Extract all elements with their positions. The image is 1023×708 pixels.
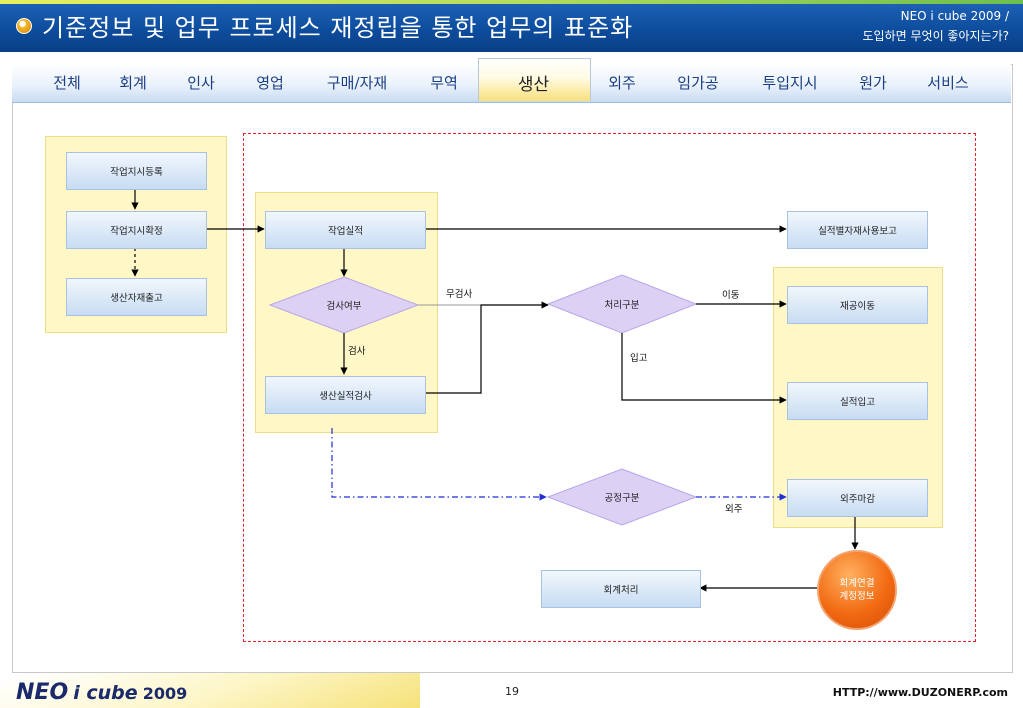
accounting-process-box: 회계처리 bbox=[541, 570, 701, 608]
logo-icube: i cube bbox=[73, 682, 138, 704]
footer-url[interactable]: HTTP://www.DUZONERP.com bbox=[832, 686, 1008, 699]
inspection-check-label: 검사여부 bbox=[326, 301, 362, 312]
edge-label-no-inspection: 무검사 bbox=[446, 289, 473, 300]
production-material-issue-box: 생산자재출고 bbox=[66, 278, 207, 316]
work-result-box: 작업실적 bbox=[265, 211, 426, 249]
edge-label-inspection: 검사 bbox=[348, 346, 366, 357]
tab-cost[interactable]: 원가 bbox=[859, 74, 887, 92]
work-order-register-box: 작업지시등록 bbox=[66, 152, 207, 190]
material-usage-report-box: 실적별자재사용보고 bbox=[787, 211, 928, 249]
edge-label-receipt: 입고 bbox=[630, 353, 648, 364]
accounting-link-line1: 회계연결 bbox=[839, 578, 875, 589]
footer-logo: NEO i cube 2009 bbox=[16, 680, 187, 705]
accounting-link-line2: 계정정보 bbox=[839, 591, 875, 602]
logo-neo: NEO bbox=[16, 680, 69, 705]
header-accent-stripe bbox=[0, 0, 1023, 4]
tab-outsourcing[interactable]: 외주 bbox=[608, 74, 636, 92]
page-title: 기준정보 및 업무 프로세스 재정립을 통한 업무의 표준화 bbox=[42, 14, 634, 42]
header-subtitle-line2: 도입하면 무엇이 좋아지는가? bbox=[862, 29, 1009, 43]
tab-accounting[interactable]: 회계 bbox=[119, 74, 147, 92]
wip-transfer-box: 재공이동 bbox=[787, 286, 928, 324]
logo-year: 2009 bbox=[142, 684, 188, 703]
outsourcing-close-box: 외주마감 bbox=[787, 479, 928, 517]
tab-trade[interactable]: 무역 bbox=[430, 74, 458, 92]
production-result-inspection-box: 생산실적검사 bbox=[265, 376, 426, 414]
tab-input-order[interactable]: 투입지시 bbox=[762, 74, 818, 92]
tab-production[interactable]: 생산 bbox=[517, 75, 550, 95]
tab-service[interactable]: 서비스 bbox=[927, 74, 969, 92]
production-process-boundary bbox=[243, 133, 976, 642]
title-bullet-icon bbox=[16, 18, 32, 34]
result-receipt-box: 실적입고 bbox=[787, 382, 928, 420]
header-bar bbox=[0, 0, 1023, 55]
process-type-2-label: 공정구분 bbox=[604, 493, 640, 504]
tab-hr[interactable]: 인사 bbox=[187, 74, 215, 92]
process-type-2-diamond bbox=[546, 468, 698, 526]
tab-all[interactable]: 전체 bbox=[53, 74, 81, 92]
tab-purchase-material[interactable]: 구매/자재 bbox=[326, 74, 388, 92]
tab-toll-processing[interactable]: 임가공 bbox=[677, 74, 719, 92]
tab-sales[interactable]: 영업 bbox=[256, 74, 284, 92]
process-type-label: 처리구분 bbox=[604, 300, 640, 311]
edge-label-outsourcing: 외주 bbox=[725, 504, 743, 515]
edge-label-transfer: 이동 bbox=[722, 290, 740, 301]
accounting-link-circle: 회계연결 계정정보 bbox=[817, 550, 897, 630]
tab-active-background bbox=[478, 58, 591, 101]
work-order-confirm-box: 작업지시확정 bbox=[66, 211, 207, 249]
page-number: 19 bbox=[505, 685, 519, 698]
header-subtitle-line1: NEO i cube 2009 / bbox=[900, 9, 1009, 23]
